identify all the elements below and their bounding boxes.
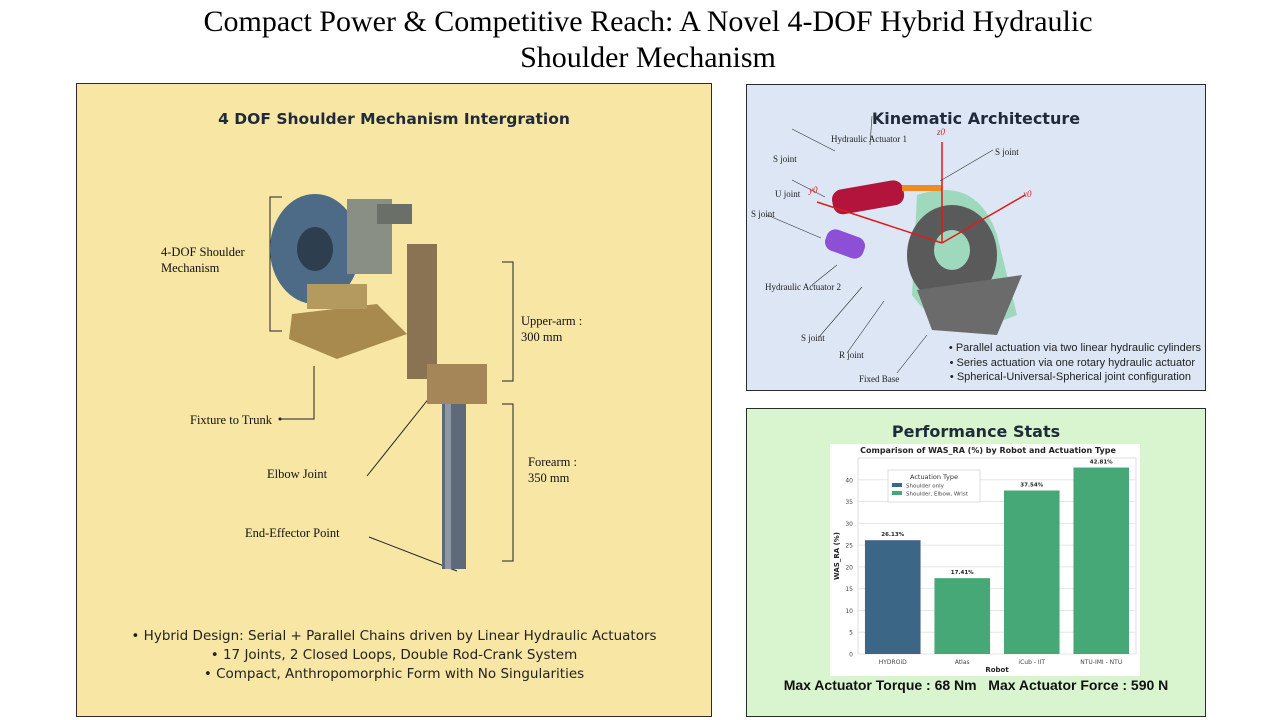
label-fixed-base: Fixed Base [859,374,900,384]
kinematic-panel: Kinematic Architecture Hydraulic Actuato… [746,84,1206,391]
x-tick-label: iCub - IIT [1018,659,1045,666]
data-label: 17.41% [951,570,974,576]
end-effector-label: End-Effector Point [245,526,340,540]
x-tick-label: HYDROiD [879,659,907,666]
chart-svg: 0 5 10 15 20 25 30 35 40 26.13% HYDROiD 17.41% Atlas… [833,446,1137,674]
chart-title: Comparison of WAS_RA (%) by Robot and Ac… [860,446,1116,455]
legend-entry: Shoulder, Elbow, Wrist [906,492,969,498]
y-tick-label: 20 [845,564,853,571]
data-label: 26.13% [881,532,904,538]
y-tick-label: 10 [845,608,853,615]
y-tick-label: 40 [845,477,853,484]
data-label: 37.54% [1020,482,1043,488]
label-s-joint: S joint [801,333,825,343]
label-s-joint: S joint [773,154,797,164]
y-tick-label: 15 [845,586,853,593]
label-u-joint: U joint [775,189,801,199]
label-hydraulic-actuator-2: Hydraulic Actuator 2 [765,282,841,292]
legend-swatch [892,491,902,495]
fixture-label: Fixture to Trunk [190,413,272,427]
y-tick-label: 0 [849,652,853,659]
performance-panel: Performance Stats 0 5 10 15 20 25 30 35 40 26.13%… [746,408,1206,717]
mechanism-illustration [269,194,514,572]
actuator-stats: Max Actuator Torque : 68 Nm Max Actuator… [747,677,1205,693]
y-tick-label: 25 [845,543,853,550]
panel-heading: Kinematic Architecture [871,109,1081,128]
kinematic-bullets: • Parallel actuation via two linear hydr… [948,342,1201,383]
x-tick-label: Atlas [955,659,970,666]
legend-entry: Shoulder only [906,484,945,490]
y-tick-label: 35 [845,499,853,506]
y-tick-label: 5 [849,630,853,637]
shoulder-integration-panel: 4 DOF Shoulder Mechanism Intergration 4-… [76,83,712,717]
axis-y-label: y0 [809,185,818,195]
design-bullets: • Hybrid Design: Serial + Parallel Chain… [131,628,657,682]
slide-title: Compact Power & Competitive Reach: A Nov… [203,5,1093,74]
max-force: Max Actuator Force : 590 N [988,677,1169,693]
y-tick-label: 30 [845,521,853,528]
label-r-joint: R joint [839,350,864,360]
label-s-joint: S joint [751,209,775,219]
x-axis-label: Robot [985,666,1009,674]
axis-z-label: z0 [937,127,946,137]
kinematic-diagram [766,115,1026,374]
max-torque: Max Actuator Torque : 68 Nm [783,677,977,693]
label-hydraulic-actuator-1: Hydraulic Actuator 1 [831,134,907,144]
x-tick-label: NTU-IMI - NTU [1080,659,1122,666]
panel-heading: 4 DOF Shoulder Mechanism Intergration [218,110,570,128]
elbow-label: Elbow Joint [267,467,328,481]
bar [864,540,921,654]
legend-title: Actuation Type [910,473,958,481]
y-axis-label: WAS_RA (%) [833,532,841,580]
legend-box [887,469,981,503]
upper-arm-label: Upper-arm :300 mm [521,314,583,344]
forearm-label: Forearm :350 mm [528,455,577,485]
bar [1003,490,1060,654]
panel-heading: Performance Stats [891,422,1061,441]
label-s-joint: S joint [995,147,1019,157]
axis-x-label: x0 [1023,189,1032,199]
data-label: 42.81% [1090,460,1113,466]
bar [934,578,991,654]
legend-swatch [892,483,902,487]
was-ra-bar-chart: 0 5 10 15 20 25 30 35 40 26.13% HYDROiD 17.41% Atlas… [830,444,1140,676]
bar [1073,467,1130,654]
